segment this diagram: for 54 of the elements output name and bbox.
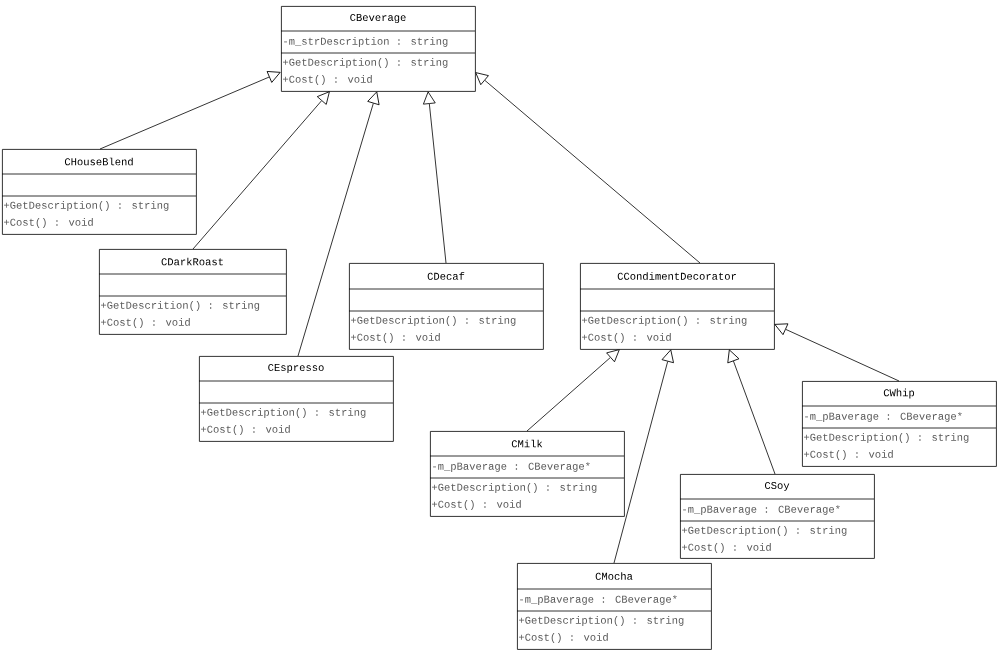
inheritance-arrow: [727, 349, 776, 475]
method-text: +GetDescription() : string: [432, 483, 597, 493]
method-text: +GetDescription() : string: [682, 526, 847, 536]
method-text: +Cost() : void: [682, 543, 771, 553]
inheritance-arrow: [526, 349, 620, 432]
method-text: +GetDescrition() : string: [101, 301, 260, 311]
class-name: CSoy: [765, 481, 790, 492]
inheritance-arrow: [99, 71, 281, 150]
method-text: +GetDescription() : string: [283, 58, 448, 68]
method-text: +Cost() : void: [201, 425, 290, 435]
class-name: CBeverage: [350, 13, 406, 24]
method-text: +Cost() : void: [582, 333, 671, 343]
class-box: [801, 381, 997, 467]
method-text: +Cost() : void: [4, 218, 93, 228]
method-text: +GetDescription() : string: [519, 616, 684, 626]
method-text: +GetDescription() : string: [804, 433, 969, 443]
class-name: CMilk: [511, 439, 543, 448]
attribute-text: -m_strDescription : string: [284, 37, 448, 47]
attribute-text: -m_pBaverage : CBeverage*: [805, 412, 962, 422]
class-box: [280, 6, 476, 92]
attribute-text: -m_pBaverage : CBeverage*: [683, 505, 840, 515]
inheritance-arrow: [774, 323, 900, 382]
inheritance-arrow: [613, 349, 674, 564]
class-name: CWhip: [883, 388, 915, 399]
class-box: [429, 431, 625, 517]
method-text: +Cost() : void: [432, 500, 521, 510]
inheritance-arrow: [475, 72, 701, 264]
inheritance-arrow: [192, 91, 330, 250]
method-text: +GetDescription() : string: [4, 201, 169, 211]
class-name: CMocha: [595, 572, 633, 580]
method-text: +Cost() : void: [283, 75, 372, 85]
method-text: +GetDescription() : string: [351, 316, 516, 326]
class-name: CCondimentDecorator: [617, 272, 736, 280]
method-text: +Cost() : void: [804, 450, 893, 460]
method-text: +GetDescription() : string: [582, 316, 747, 326]
class-name: CHouseBlend: [64, 157, 133, 166]
class-box: [579, 263, 775, 350]
method-text: +Cost() : void: [101, 318, 190, 328]
inheritance-arrow: [423, 91, 447, 264]
inheritance-arrow: [297, 91, 380, 357]
class-box: [516, 563, 712, 650]
method-text: +Cost() : void: [351, 333, 440, 343]
method-text: +GetDescription() : string: [201, 408, 366, 418]
class-box: [1, 149, 197, 235]
class-box: [679, 474, 875, 559]
class-box: [98, 249, 287, 335]
class-name: CDarkRoast: [161, 257, 223, 266]
class-box: [348, 263, 544, 350]
attribute-text: -m_pBaverage : CBeverage*: [520, 595, 677, 605]
method-text: +Cost() : void: [519, 633, 608, 643]
class-name: CEspresso: [268, 363, 324, 374]
attribute-text: -m_pBaverage : CBeverage*: [433, 462, 590, 472]
class-name: CDecaf: [427, 272, 465, 280]
class-box: [198, 356, 394, 442]
